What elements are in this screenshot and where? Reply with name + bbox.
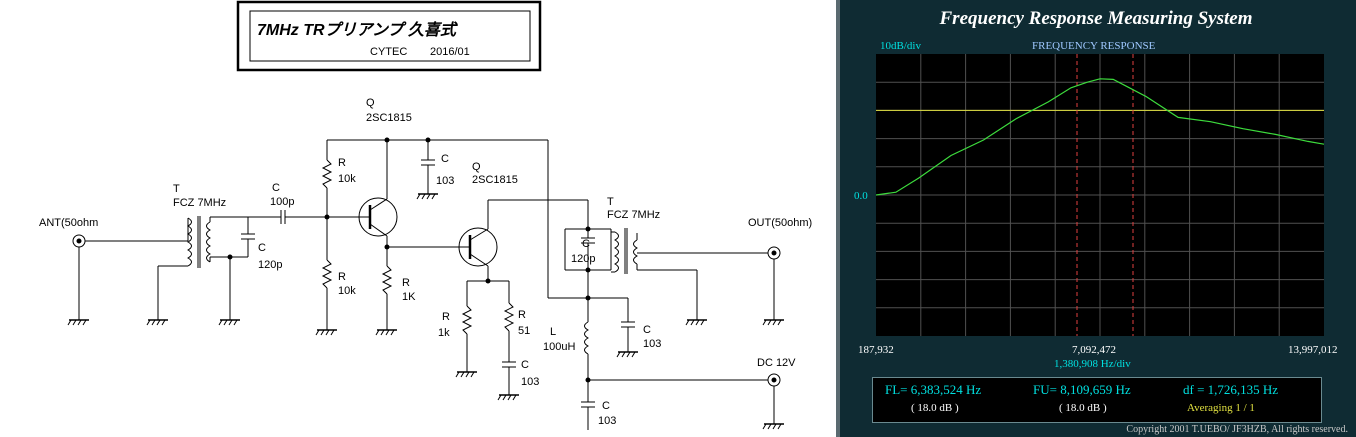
t1-ref: T	[173, 183, 180, 195]
c-l-ref: C	[643, 324, 651, 336]
r-51-value: 51	[518, 325, 530, 337]
c-in-ref: C	[272, 182, 280, 194]
x-center: 7,092,472	[1072, 344, 1116, 356]
c-l-value: 103	[643, 338, 661, 350]
r-e1-ref: R	[402, 277, 410, 289]
c-e-ref: C	[521, 359, 529, 371]
x-start: 187,932	[858, 344, 894, 356]
title-maker: CYTEC	[370, 46, 407, 58]
l-value: 100uH	[543, 341, 575, 353]
l-ref: L	[550, 326, 556, 338]
r-e2-value: 1k	[438, 327, 450, 339]
fu-value: FU= 8,109,659 Hz	[1033, 382, 1131, 397]
c-dc-ref: C	[602, 400, 610, 412]
dc-label: DC 12V	[757, 357, 796, 369]
c-t1-value: 120p	[258, 259, 282, 271]
t2-ref: T	[607, 196, 614, 208]
copyright: Copyright 2001 T.UEBO/ JF3HZB, All right…	[1126, 424, 1348, 435]
ant-label: ANT(50ohm	[39, 217, 98, 229]
r-e1-value: 1K	[402, 291, 416, 303]
analyzer-panel: Frequency Response Measuring System 10dB…	[836, 0, 1356, 437]
response-plot	[875, 54, 1325, 336]
q1-part: 2SC1815	[366, 112, 412, 124]
q2-ref: Q	[472, 161, 481, 173]
c-bp-value: 103	[436, 175, 454, 187]
c-t2-value: 120p	[571, 253, 595, 265]
x-div: 1,380,908 Hz/div	[1054, 358, 1131, 370]
r-top-value: 10k	[338, 173, 356, 185]
t2-part: FCZ 7MHz	[607, 209, 660, 221]
r-51-ref: R	[518, 309, 526, 321]
fl-db: ( 18.0 dB )	[911, 402, 959, 414]
t1-part: FCZ 7MHz	[173, 197, 226, 209]
q1-transistor	[358, 197, 398, 237]
df-value: df = 1,726,135 Hz	[1183, 382, 1279, 397]
analyzer-title: Frequency Response Measuring System	[939, 8, 1253, 29]
panel-border	[836, 0, 840, 437]
x-end: 13,997,012	[1288, 344, 1338, 356]
fu-db: ( 18.0 dB )	[1059, 402, 1107, 414]
q2-transistor	[458, 227, 498, 267]
out-label: OUT(50ohm)	[748, 217, 812, 229]
fl-value: FL= 6,383,524 Hz	[885, 382, 982, 397]
c-e-value: 103	[521, 376, 539, 388]
scale-label: 10dB/div	[880, 40, 921, 52]
r-bot-value: 10k	[338, 285, 356, 297]
r-top-ref: R	[338, 157, 346, 169]
c-t2-ref: C	[582, 238, 590, 250]
averaging: Averaging 1 / 1	[1187, 402, 1255, 414]
response-trace	[875, 78, 1325, 196]
r-bot-ref: R	[338, 271, 346, 283]
c-bp-ref: C	[441, 153, 449, 165]
c-dc-value: 103	[598, 415, 616, 427]
c-in-value: 100p	[270, 196, 294, 208]
c-t1-ref: C	[258, 242, 266, 254]
measurement-readout: FL= 6,383,524 Hz ( 18.0 dB ) FU= 8,109,6…	[872, 377, 1322, 423]
title-date: 2016/01	[430, 46, 470, 58]
plot-title: FREQUENCY RESPONSE	[1032, 40, 1156, 52]
schematic: 7MHz TRプリアンプ 久喜式 CYTEC 2016/01	[39, 0, 812, 430]
schematic-title: 7MHz TRプリアンプ 久喜式	[257, 21, 459, 39]
q2-part: 2SC1815	[472, 174, 518, 186]
title-block: 7MHz TRプリアンプ 久喜式 CYTEC 2016/01	[236, 0, 542, 72]
q1-ref: Q	[366, 97, 375, 109]
ref-level: 0.0	[854, 190, 868, 202]
r-e2-ref: R	[442, 311, 450, 323]
